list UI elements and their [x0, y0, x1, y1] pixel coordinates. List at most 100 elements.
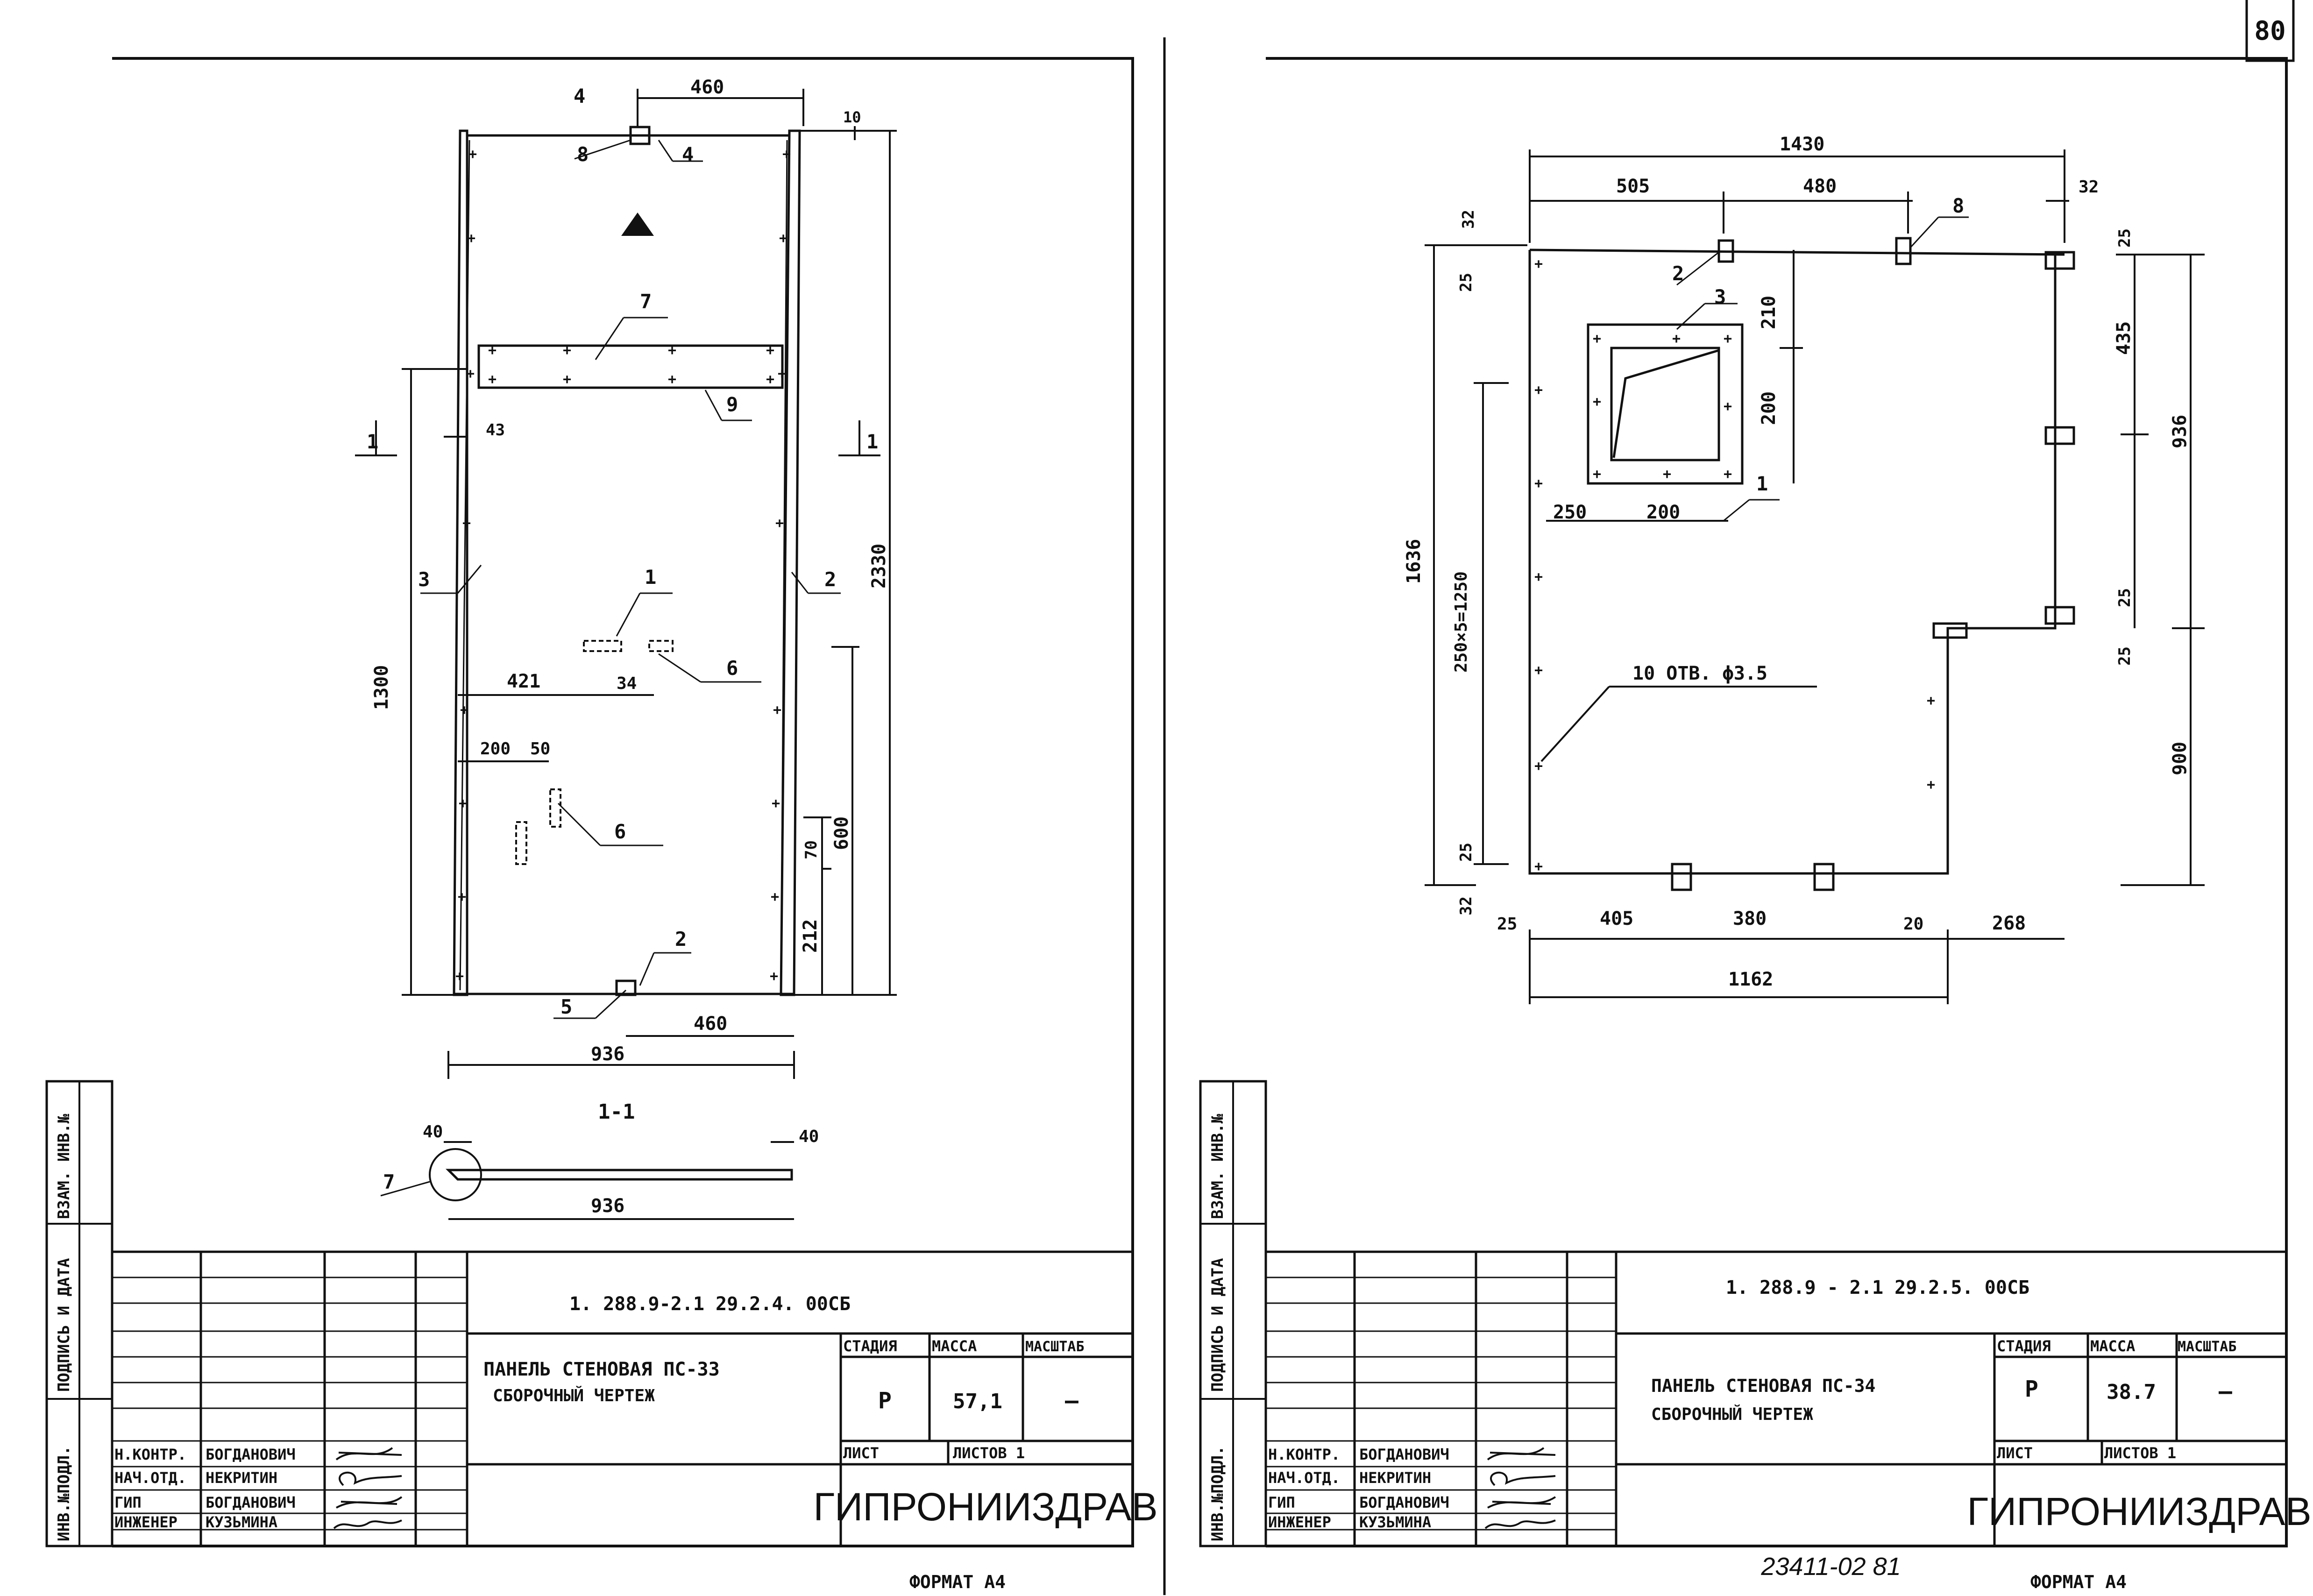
side-stamp-left: ИНВ.№ПОДЛ. ПОДПИСЬ И ДАТА ВЗАМ. ИНВ.№: [45, 1080, 114, 1547]
stage-value: Р: [878, 1388, 892, 1414]
warning-triangle-icon: [621, 213, 654, 236]
svg-text:+: +: [563, 371, 571, 388]
panel-ps33-drawing: +++ +++ ++ +++ +++ ++ ++++ ++++: [355, 77, 897, 1220]
sheets-header: ЛИСТОВ 1: [953, 1444, 1025, 1462]
dim: 200: [480, 739, 511, 759]
dim: 40: [423, 1122, 443, 1142]
svg-text:+: +: [766, 371, 774, 388]
svg-text:+: +: [773, 702, 781, 718]
dim: 250: [1553, 502, 1587, 523]
dim: 435: [2113, 321, 2135, 355]
person: НЕКРИТИН: [206, 1469, 277, 1487]
callout: 3: [1714, 285, 1726, 308]
dim: 25: [2115, 228, 2134, 248]
person: КУЗЬМИНА: [1359, 1513, 1431, 1531]
dim: 1162: [1728, 969, 1773, 990]
callout: 6: [726, 657, 738, 680]
drawing-subtitle: СБОРОЧНЫЙ ЧЕРТЕЖ: [1651, 1404, 1813, 1424]
dim: 405: [1600, 908, 1633, 929]
stamp-inv-orig: ИНВ.№ПОДЛ.: [1208, 1446, 1227, 1541]
person: КУЗЬМИНА: [206, 1513, 277, 1531]
callout: 3: [418, 568, 430, 591]
dimension-texts-right: 1430 505 480 32 32 25 210 200 435 936 16…: [1403, 134, 2191, 990]
callout: 1: [645, 566, 656, 589]
section-mark: 1: [866, 430, 878, 453]
callout: 7: [383, 1170, 395, 1193]
svg-text:+: +: [460, 702, 468, 718]
dim: 460: [690, 77, 724, 98]
organization-name: ГИПРОНИИЗДРАВ: [1967, 1490, 2311, 1533]
dim: 600: [831, 816, 852, 850]
fitting-6a: [648, 640, 674, 652]
svg-text:+: +: [458, 889, 466, 905]
section-title: 1-1: [598, 1100, 635, 1124]
callout: 2: [824, 568, 836, 591]
frame-right: [1266, 57, 2288, 1547]
dim: 936: [2169, 415, 2191, 448]
dim: 200: [1758, 391, 1780, 425]
screw-marks-left: +++ +++ ++ +++ +++ ++ ++++ ++++: [455, 146, 791, 985]
mass-value: 38.7: [2107, 1380, 2156, 1404]
svg-text:+: +: [455, 968, 464, 985]
dim: 380: [1733, 908, 1767, 929]
section-mark: 1: [367, 430, 378, 453]
screw-marks-right: +++ +++ + +++ +++ ++ ++: [1534, 256, 1935, 875]
dim: 32: [2079, 177, 2099, 197]
person: БОГДАНОВИЧ: [206, 1446, 296, 1463]
scale-value: —: [1065, 1388, 1078, 1414]
callouts-left: 4 8 4 7 9 1 6 6 3 2 2 5 1 1: [367, 85, 878, 1018]
dim: 1636: [1403, 539, 1425, 584]
mass-header: МАССА: [932, 1337, 977, 1355]
page-number: 80: [2254, 16, 2285, 46]
svg-text:+: +: [1593, 466, 1601, 482]
dim: 505: [1616, 176, 1650, 197]
dim: 25: [1457, 273, 1476, 292]
stage-header: СТАДИЯ: [1997, 1337, 2051, 1355]
dim: 936: [591, 1195, 624, 1217]
sheets-header: ЛИСТОВ 1: [2104, 1444, 2176, 1462]
sheet-left: ИНВ.№ПОДЛ. ПОДПИСЬ И ДАТА ВЗАМ. ИНВ.№: [45, 57, 1158, 1592]
signature-roles: Н.КОНТР. БОГДАНОВИЧ НАЧ.ОТД. НЕКРИТИН ГИ…: [114, 1446, 296, 1531]
dim: 421: [507, 671, 540, 692]
signatures: [333, 1447, 403, 1529]
svg-text:+: +: [488, 342, 497, 359]
leader-lines-left: [420, 139, 841, 1019]
callout: 7: [640, 290, 652, 313]
svg-text:+: +: [1724, 331, 1732, 347]
callout: 2: [675, 928, 687, 951]
svg-text:+: +: [770, 968, 778, 985]
role: ГИП: [114, 1494, 142, 1511]
dim: 480: [1803, 176, 1837, 197]
scale-header: МАСШТАБ: [2178, 1339, 2236, 1355]
svg-text:+: +: [459, 795, 467, 812]
dim: 1300: [371, 665, 392, 710]
frame-left: [112, 57, 1134, 1547]
person: БОГДАНОВИЧ: [206, 1494, 296, 1511]
dim: 212: [800, 919, 821, 953]
dim: 2330: [868, 544, 890, 589]
drawing-code: 1. 288.9-2.1 29.2.4. 00СБ: [569, 1293, 851, 1315]
callout: 8: [1952, 194, 1964, 217]
stage-header: СТАДИЯ: [843, 1337, 897, 1355]
callout: 5: [561, 995, 572, 1018]
dim: 34: [617, 674, 637, 693]
dim: 43: [486, 421, 505, 440]
svg-text:+: +: [1724, 398, 1732, 415]
middle-rail: [477, 344, 784, 389]
mass-value: 57,1: [953, 1390, 1002, 1413]
title-block-right: 1. 288.9 - 2.1 29.2.5. 00СБ ПАНЕЛЬ СТЕНО…: [1266, 1250, 2312, 1546]
person: БОГДАНОВИЧ: [1359, 1446, 1449, 1463]
svg-text:+: +: [1672, 331, 1681, 347]
side-stamp-right: ИНВ.№ПОДЛ. ПОДПИСЬ И ДАТА ВЗАМ. ИНВ.№: [1199, 1080, 1267, 1547]
dim: 268: [1992, 913, 2026, 934]
stamp-sign-date: ПОДПИСЬ И ДАТА: [1208, 1258, 1227, 1392]
dim: 25: [1457, 843, 1476, 862]
svg-text:+: +: [1927, 693, 1935, 709]
panel-ps34-drawing: +++ +++ + +++ +++ ++ ++: [1403, 134, 2205, 1004]
role: ИНЖЕНЕР: [1268, 1513, 1331, 1531]
dim: 460: [694, 1013, 727, 1035]
dim: 10: [843, 108, 861, 126]
callout: 9: [726, 393, 738, 416]
fitting-6b: [515, 821, 527, 865]
